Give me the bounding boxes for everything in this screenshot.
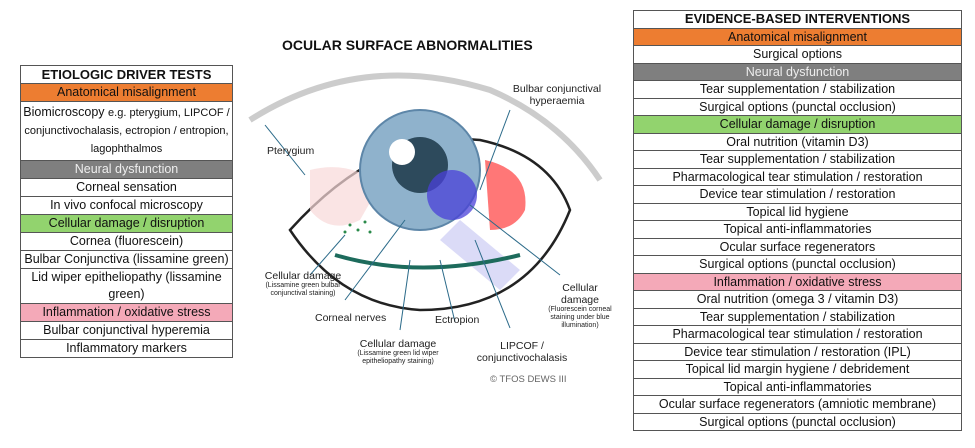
label-sub: (Lissamine green bulbar conjunctival sta… <box>265 282 341 297</box>
table-header: EVIDENCE-BASED INTERVENTIONS <box>633 10 962 29</box>
lissamine-dots <box>343 220 372 234</box>
table-row: Device tear stimulation / restoration (I… <box>633 342 962 361</box>
table-row: Oral nutrition (omega 3 / vitamin D3) <box>633 290 962 309</box>
category-anatomical: Anatomical misalignment <box>20 83 233 102</box>
row-detail: e.g. pterygium, LIPCOF / conjunctivochal… <box>24 107 230 155</box>
table-header: ETIOLOGIC DRIVER TESTS <box>20 65 233 84</box>
blue-light-beam <box>440 220 520 290</box>
category-inflammation: Inflammation / oxidative stress <box>20 303 233 322</box>
table-row: Bulbar Conjunctiva (lissamine green) <box>20 250 233 269</box>
category-cellular: Cellular damage / disruption <box>633 115 962 134</box>
category-cellular: Cellular damage / disruption <box>20 214 233 233</box>
table-row: Corneal sensation <box>20 178 233 197</box>
label-cellular-cornea: Cellular damage(Fluorescein corneal stai… <box>545 282 615 330</box>
category-inflammation: Inflammation / oxidative stress <box>633 272 962 291</box>
table-row: Surgical options (punctal occlusion) <box>633 255 962 274</box>
lid-wiper <box>334 253 521 270</box>
table-row: Pharmacological tear stimulation / resto… <box>633 167 962 186</box>
etiologic-driver-tests-table: ETIOLOGIC DRIVER TESTS Anatomical misali… <box>20 65 233 358</box>
table-row: Topical lid margin hygiene / debridement <box>633 360 962 379</box>
table-row: Biomicroscopy e.g. pterygium, LIPCOF / c… <box>20 101 233 161</box>
page-title: OCULAR SURFACE ABNORMALITIES <box>282 37 533 53</box>
hyperaemia-area <box>485 160 526 230</box>
table-row: Inflammatory markers <box>20 339 233 358</box>
evidence-based-interventions-table: EVIDENCE-BASED INTERVENTIONS Anatomical … <box>633 10 962 431</box>
table-row: Ocular surface regenerators <box>633 237 962 256</box>
table-row: Ocular surface regenerators (amniotic me… <box>633 395 962 414</box>
copyright: © TFOS DEWS III <box>490 374 567 385</box>
leader-lines <box>264 109 561 331</box>
label-cellular-lid: Cellular damage(Lissamine green lid wipe… <box>353 338 443 366</box>
label-title: Cellular damage <box>561 282 599 306</box>
label-corneal-nerves: Corneal nerves <box>315 312 387 324</box>
fluorescein-staining <box>427 170 477 220</box>
row-label: Biomicroscopy <box>23 105 105 119</box>
label-lipcof: LIPCOF / conjunctivochalasis <box>476 340 568 364</box>
label-ectropion: Ectropion <box>435 314 480 326</box>
label-sub: (Lissamine green lid wiper epitheliopath… <box>357 350 439 365</box>
label-sub: (Fluorescein corneal staining under blue… <box>548 306 612 329</box>
table-row: Topical lid hygiene <box>633 202 962 221</box>
table-row: Lid wiper epitheliopathy (lissamine gree… <box>20 268 233 304</box>
category-neural: Neural dysfunction <box>633 62 962 81</box>
table-row: Pharmacological tear stimulation / resto… <box>633 325 962 344</box>
table-row: Tear supplementation / stabilization <box>633 80 962 99</box>
category-anatomical: Anatomical misalignment <box>633 27 962 46</box>
light-reflex <box>389 139 415 165</box>
category-neural: Neural dysfunction <box>20 160 233 179</box>
table-row: Tear supplementation / stabilization <box>633 307 962 326</box>
table-row: Device tear stimulation / restoration <box>633 185 962 204</box>
label-cellular-bulbar: Cellular damage(Lissamine green bulbar c… <box>258 270 348 298</box>
label-title: Cellular damage <box>359 338 437 350</box>
label-pterygium: Pterygium <box>267 145 315 157</box>
table-row: Bulbar conjunctival hyperemia <box>20 321 233 340</box>
table-row: Surgical options (punctal occlusion) <box>633 412 962 431</box>
table-row: Cornea (fluorescein) <box>20 232 233 251</box>
eye-illustration <box>248 72 603 331</box>
label-title: Cellular damage <box>264 270 342 282</box>
table-row: Tear supplementation / stabilization <box>633 150 962 169</box>
table-row: Surgical options <box>633 45 962 64</box>
table-row: Topical anti-inflammatories <box>633 377 962 396</box>
table-row: Oral nutrition (vitamin D3) <box>633 132 962 151</box>
label-hyperaemia: Bulbar conjunctival hyperaemia <box>512 83 602 107</box>
table-row: Topical anti-inflammatories <box>633 220 962 239</box>
table-row: In vivo confocal microscopy <box>20 196 233 215</box>
eyebrow-skin <box>248 72 603 182</box>
table-row: Surgical options (punctal occlusion) <box>633 97 962 116</box>
